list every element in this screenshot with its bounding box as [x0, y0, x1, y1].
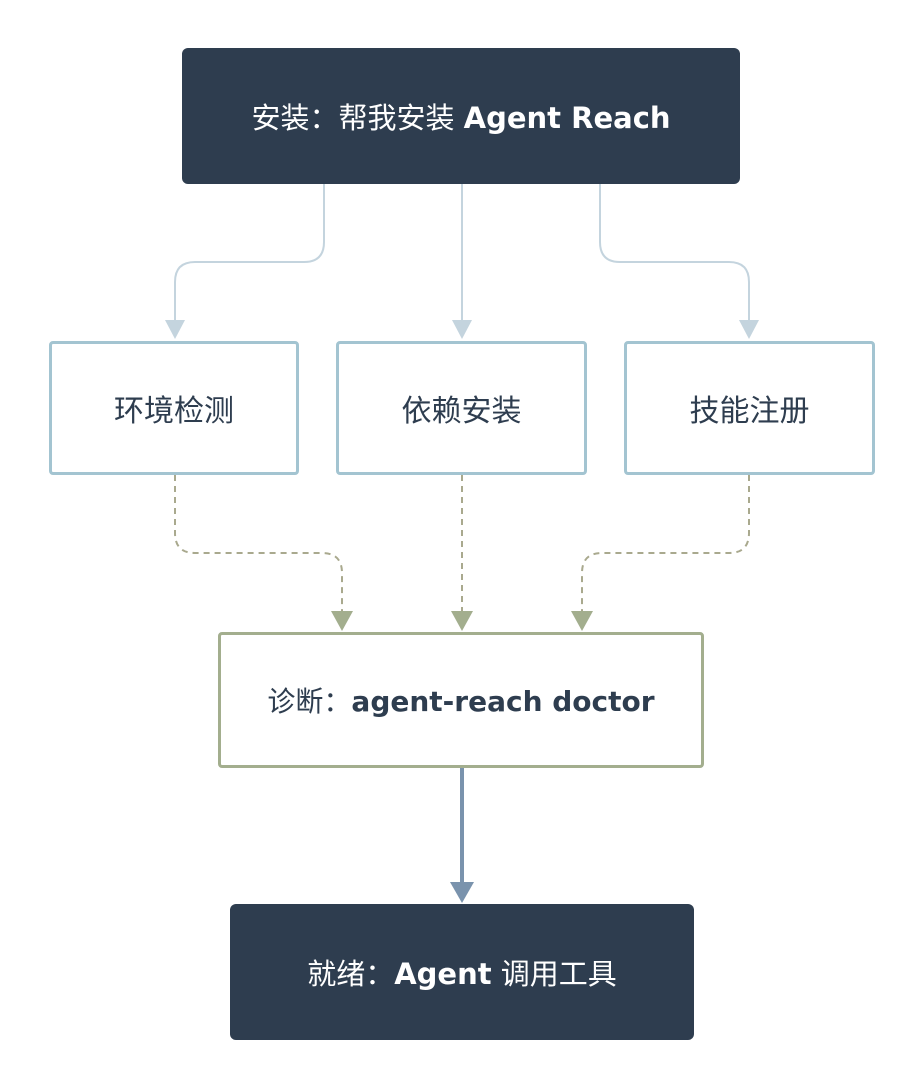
arrowhead-deps: [452, 320, 472, 339]
skill-register-node: 技能注册: [624, 341, 875, 475]
arrowhead-skill: [739, 320, 759, 339]
install-product-name: Agent Reach: [463, 101, 671, 135]
install-node-label: 安装：帮我安装 Agent Reach: [251, 95, 670, 137]
arrowhead-env: [165, 320, 185, 339]
doctor-command: agent-reach doctor: [351, 685, 655, 718]
ready-suffix: 调用工具: [491, 957, 617, 991]
env-check-label: 环境检测: [114, 394, 234, 429]
doctor-prefix: 诊断：: [267, 685, 352, 718]
arrowhead-doctor-center: [451, 611, 473, 631]
doctor-node: 诊断：agent-reach doctor: [218, 632, 704, 768]
edge-install-to-skill: [599, 184, 750, 322]
deps-install-node: 依赖安装: [336, 341, 587, 475]
install-prefix: 安装：帮我安装: [251, 101, 464, 135]
deps-install-label: 依赖安装: [401, 394, 522, 429]
arrowhead-doctor-right: [571, 611, 593, 631]
arrowhead-ready: [450, 882, 474, 903]
ready-node: 就绪：Agent 调用工具: [230, 904, 694, 1040]
edge-install-to-env: [174, 184, 325, 322]
doctor-node-label: 诊断：agent-reach doctor: [267, 680, 654, 720]
arrowhead-doctor-left: [331, 611, 353, 631]
ready-prefix: 就绪：: [307, 957, 395, 991]
ready-node-label: 就绪：Agent 调用工具: [307, 951, 617, 993]
ready-agent-name: Agent: [394, 957, 492, 991]
install-node: 安装：帮我安装 Agent Reach: [182, 48, 740, 184]
edge-env-to-doctor: [174, 475, 343, 613]
skill-register-label: 技能注册: [689, 394, 810, 429]
env-check-node: 环境检测: [49, 341, 299, 475]
edge-skill-to-doctor: [581, 475, 750, 613]
